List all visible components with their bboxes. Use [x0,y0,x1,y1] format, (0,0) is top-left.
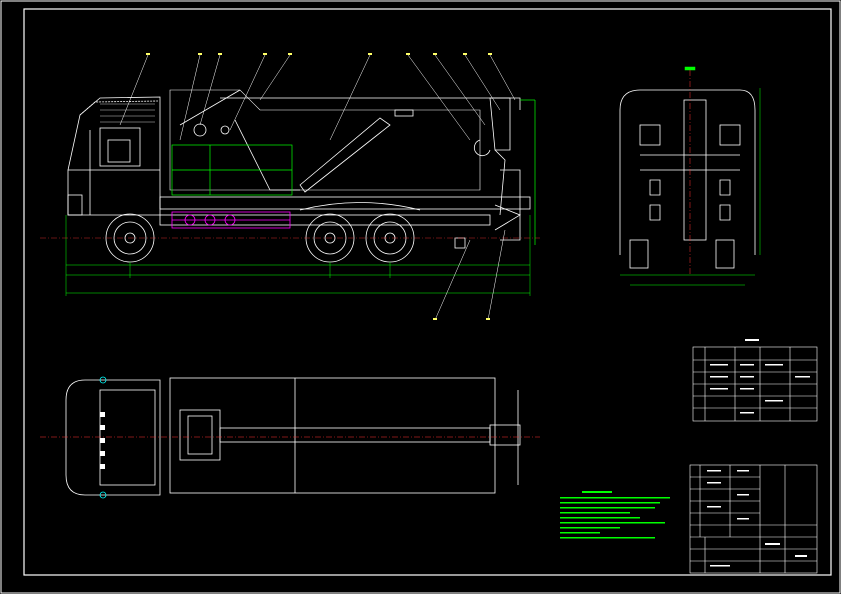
body-top [169,377,496,494]
top-view [40,376,540,499]
title-block-glyphs [707,470,807,567]
chassis-frame [159,196,531,210]
hydraulic-cylinder [299,117,391,193]
title-block [689,464,818,574]
rear-view [619,66,761,286]
cab-top [65,379,161,496]
side-view [40,89,540,296]
callout-leaders [119,54,516,321]
technical-notes [560,491,670,539]
drawing-frame [23,8,832,576]
cab-window [99,127,141,167]
parameter-table [692,346,818,422]
callout-dots [146,53,492,320]
parameter-table-glyphs [710,339,810,414]
